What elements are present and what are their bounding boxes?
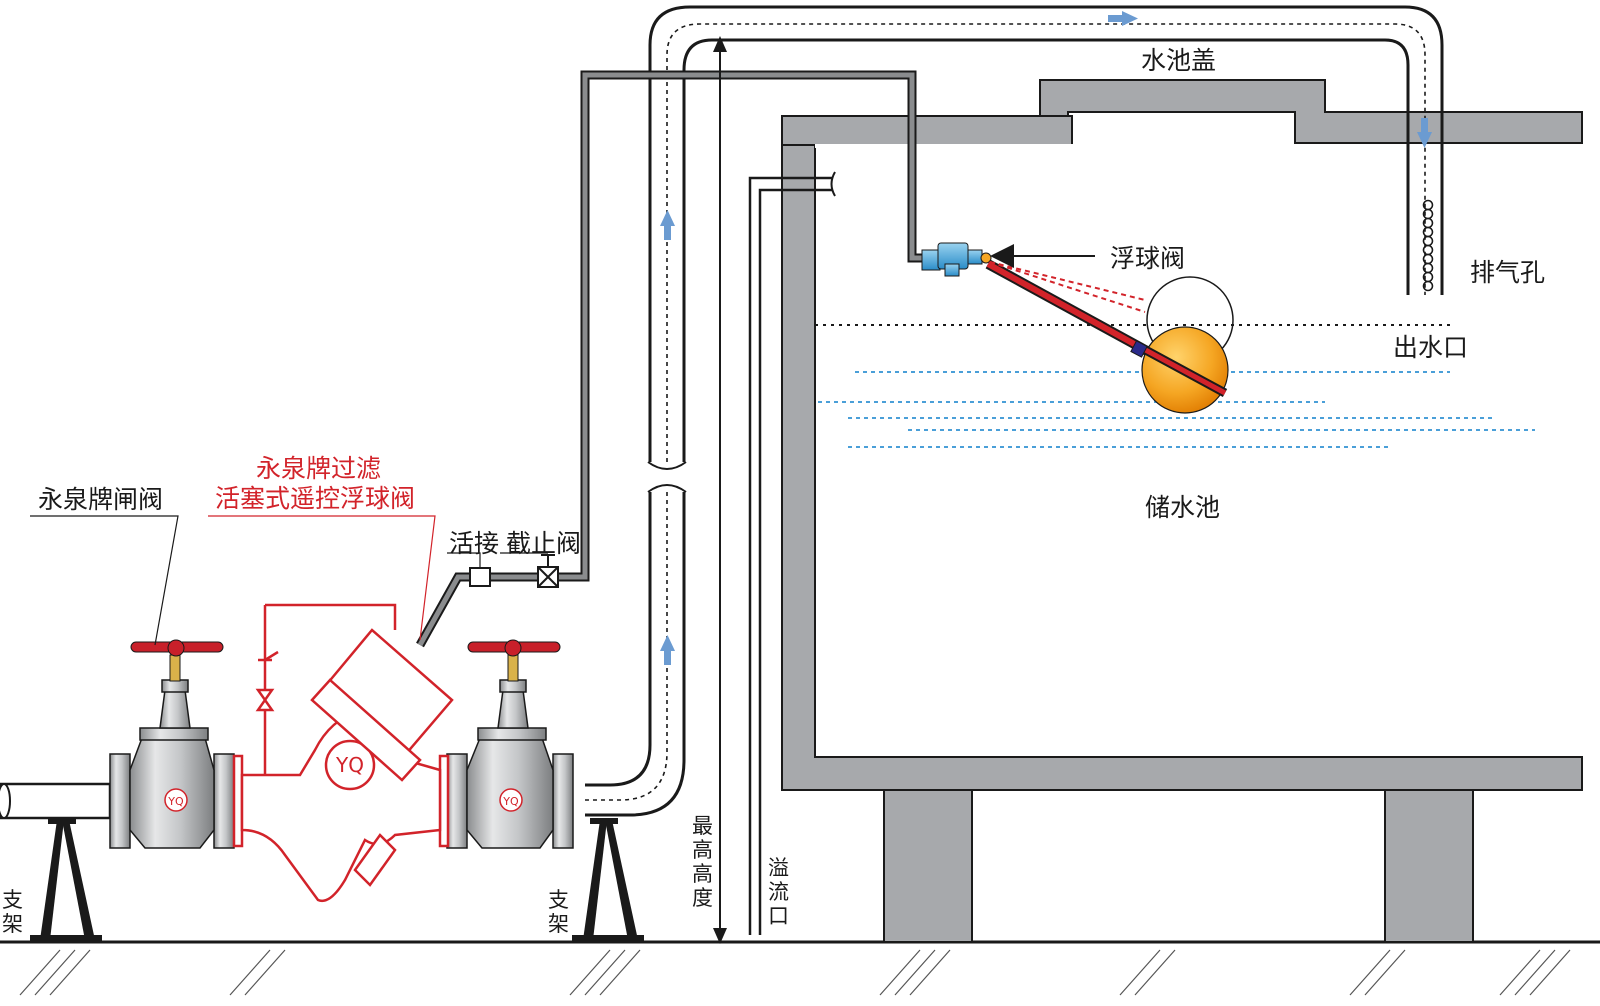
svg-text:度: 度 <box>692 886 713 910</box>
svg-text:架: 架 <box>548 912 569 936</box>
leader-lines <box>30 515 548 646</box>
label-support-right: 支 架 <box>548 888 569 936</box>
stop-valve-icon <box>537 554 559 588</box>
logo-text: YQ <box>167 795 184 808</box>
gate-valve-left: YQ <box>109 639 235 849</box>
tank-leg-left <box>883 788 973 943</box>
label-union: 活接 <box>449 529 499 558</box>
svg-text:口: 口 <box>768 904 789 928</box>
svg-text:流: 流 <box>768 880 789 904</box>
svg-text:架: 架 <box>2 912 23 936</box>
pipe-support-left <box>30 818 102 941</box>
pipe-support-right <box>572 818 644 941</box>
labels: 永泉牌闸阀 永泉牌过滤 活塞式遥控浮球阀 活接 截止阀 水池盖 浮球阀 排气孔 … <box>2 46 1545 936</box>
logo-text: YQ <box>502 795 519 808</box>
tank-leg-right <box>1384 788 1474 943</box>
union-icon <box>469 567 491 587</box>
label-tank-lid: 水池盖 <box>1141 46 1216 75</box>
label-outlet: 出水口 <box>1393 333 1468 362</box>
handwheel-icon <box>467 639 561 657</box>
label-main-valve-line1: 永泉牌过滤 <box>256 454 381 483</box>
svg-text:支: 支 <box>2 888 23 912</box>
vent-coil <box>1422 199 1434 292</box>
storage-tank <box>781 79 1583 943</box>
label-support-left: 支 架 <box>2 888 23 936</box>
main-valve-logo: YQ <box>335 753 364 777</box>
label-stop-valve: 截止阀 <box>506 529 581 558</box>
tank-walls <box>781 115 1583 791</box>
main-control-valve <box>232 603 454 903</box>
max-height-dimension <box>713 36 727 944</box>
label-vent: 排气孔 <box>1470 258 1545 287</box>
outlet-vent-pipe <box>585 5 1444 817</box>
label-overflow: 溢 流 口 <box>768 856 789 928</box>
label-tank: 储水池 <box>1145 493 1220 522</box>
pilot-control-line <box>416 70 925 648</box>
overflow-pipe <box>748 171 836 935</box>
float-valve <box>921 242 1234 414</box>
svg-text:最: 最 <box>692 814 713 838</box>
svg-text:高: 高 <box>692 838 713 862</box>
supply-pipe <box>0 782 112 820</box>
gate-valve-right: YQ <box>446 639 574 849</box>
svg-text:高: 高 <box>692 862 713 886</box>
svg-text:溢: 溢 <box>768 856 789 880</box>
label-main-valve-line2: 活塞式遥控浮球阀 <box>215 484 415 513</box>
label-float-valve: 浮球阀 <box>1110 244 1185 273</box>
label-max-height: 最 高 高 度 <box>692 814 713 910</box>
flow-arrow-icon <box>40 11 1432 808</box>
handwheel-icon <box>130 639 224 657</box>
label-gate-valve: 永泉牌闸阀 <box>38 485 163 514</box>
svg-text:支: 支 <box>548 888 569 912</box>
ground <box>0 940 1600 996</box>
